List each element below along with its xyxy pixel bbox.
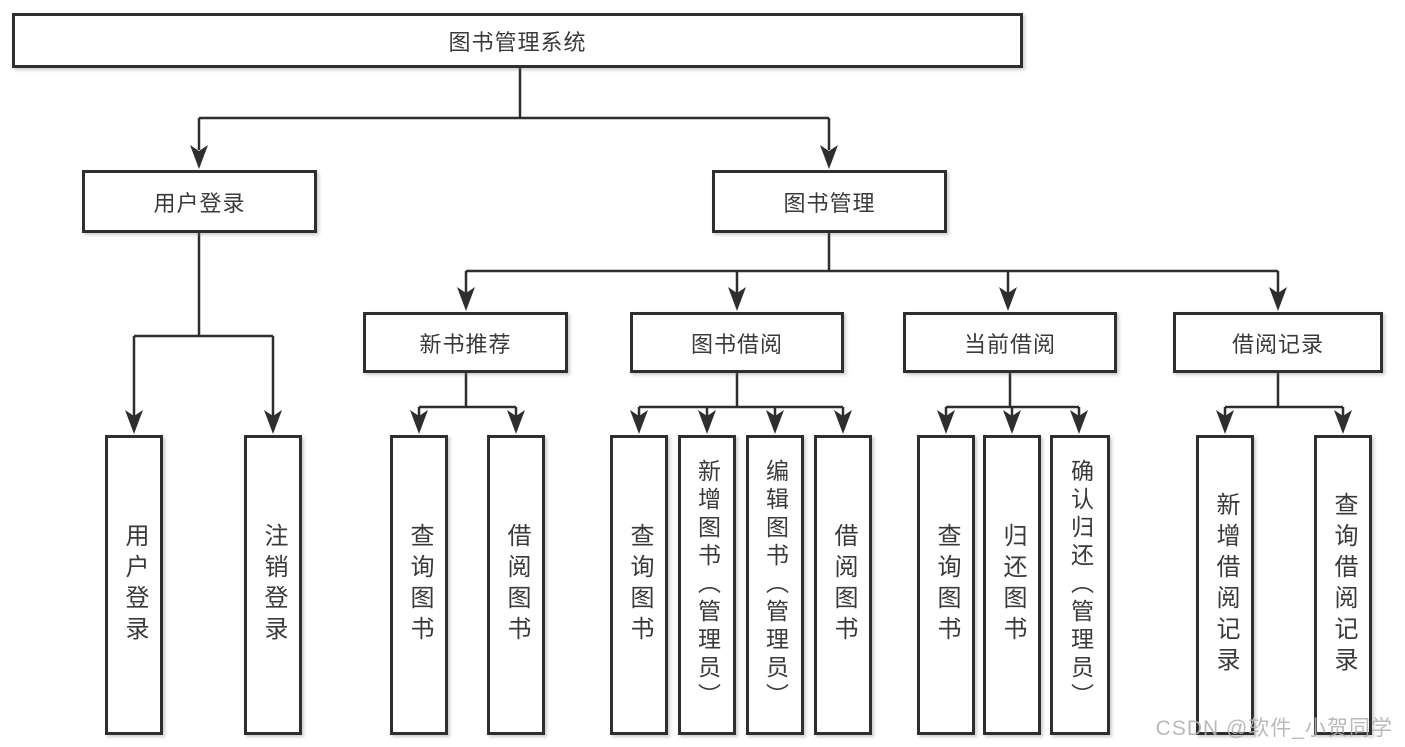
node-label: 用户登录 xyxy=(153,190,246,216)
leaf-label: 借阅图书 xyxy=(503,523,530,647)
node-book-management: 图书管理 xyxy=(712,170,947,233)
node-book-borrowing: 图书借阅 xyxy=(630,312,844,373)
leaf-user-login: 用户登录 xyxy=(105,435,163,735)
node-new-book-recommend: 新书推荐 xyxy=(363,312,568,373)
node-label: 当前借阅 xyxy=(963,331,1056,357)
leaf-label: 查询图书 xyxy=(626,523,653,647)
node-label: 图书管理系统 xyxy=(448,29,587,55)
node-label: 新书推荐 xyxy=(419,331,512,357)
leaf-query-books: 查询图书 xyxy=(610,435,668,735)
arrowheads xyxy=(125,145,1352,434)
leaf-logout: 注销登录 xyxy=(244,435,302,735)
leaf-confirm-return-admin: 确认归还（管理员） xyxy=(1050,435,1110,735)
leaf-label: 注销登录 xyxy=(260,523,287,647)
leaf-label: 归还图书 xyxy=(999,523,1026,647)
leaf-add-books-admin: 新增图书（管理员） xyxy=(678,435,736,735)
leaf-return-books: 归还图书 xyxy=(983,435,1041,735)
node-label: 借阅记录 xyxy=(1231,331,1324,357)
leaf-borrow-books: 借阅图书 xyxy=(487,435,545,735)
leaf-label: 查询借阅记录 xyxy=(1330,492,1357,678)
leaf-query-books: 查询图书 xyxy=(390,435,448,735)
leaf-label: 查询图书 xyxy=(933,523,960,647)
leaf-query-borrow-record: 查询借阅记录 xyxy=(1314,435,1372,735)
node-label: 图书管理 xyxy=(783,190,876,216)
leaf-edit-books-admin: 编辑图书（管理员） xyxy=(746,435,804,735)
node-label: 图书借阅 xyxy=(690,331,783,357)
node-library-management-system: 图书管理系统 xyxy=(12,13,1023,68)
leaf-label: 用户登录 xyxy=(121,523,148,647)
leaf-query-books: 查询图书 xyxy=(917,435,975,735)
leaf-label: 查询图书 xyxy=(406,523,433,647)
leaf-add-borrow-record: 新增借阅记录 xyxy=(1196,435,1254,735)
leaf-label: 确认归还（管理员） xyxy=(1067,459,1094,711)
leaf-label: 借阅图书 xyxy=(830,523,857,647)
leaf-label: 新增图书（管理员） xyxy=(694,459,721,711)
node-current-borrowing: 当前借阅 xyxy=(903,312,1117,373)
node-user-login: 用户登录 xyxy=(82,170,317,233)
node-borrowing-records: 借阅记录 xyxy=(1173,312,1383,373)
csdn-watermark: CSDN @软件_小贺同学 xyxy=(1155,717,1393,740)
leaf-label: 编辑图书（管理员） xyxy=(762,459,789,711)
leaf-label: 新增借阅记录 xyxy=(1212,492,1239,678)
leaf-borrow-books: 借阅图书 xyxy=(814,435,872,735)
